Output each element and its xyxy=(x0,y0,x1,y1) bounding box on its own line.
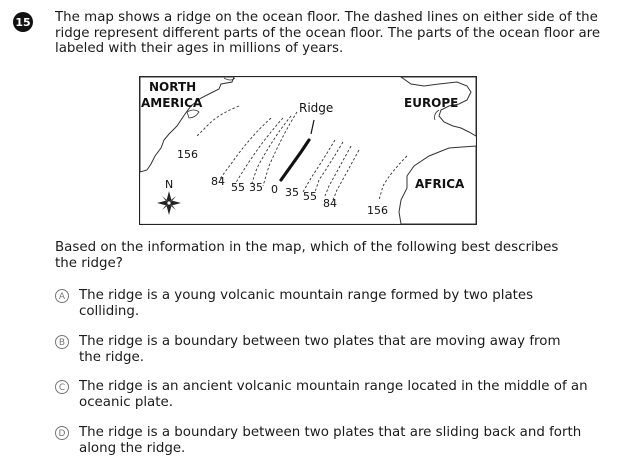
label-america: AMERICA xyxy=(141,96,203,110)
europe-landmass xyxy=(399,76,477,137)
choice-line: The ridge is an ancient volcanic mountai… xyxy=(79,379,588,394)
choice-text: The ridge is a young volcanic mountain r… xyxy=(79,288,533,319)
question-stem: The map shows a ridge on the ocean floor… xyxy=(55,10,620,57)
stem-line: The map shows a ridge on the ocean floor… xyxy=(55,10,598,25)
choice-line: oceanic plate. xyxy=(79,394,173,410)
stem-line: labeled with their ages in millions of y… xyxy=(55,41,344,57)
answer-choice-a[interactable]: A The ridge is a young volcanic mountain… xyxy=(55,288,615,319)
question-prompt: Based on the information in the map, whi… xyxy=(55,240,615,271)
answer-choice-d[interactable]: D The ridge is a boundary between two pl… xyxy=(55,425,615,456)
answer-choice-c[interactable]: C The ridge is an ancient volcanic mount… xyxy=(55,379,615,410)
ridge-line xyxy=(279,138,311,182)
choice-text: The ridge is an ancient volcanic mountai… xyxy=(79,379,588,410)
choice-line: The ridge is a boundary between two plat… xyxy=(79,425,582,440)
age-label: 55 xyxy=(231,181,245,194)
choice-text: The ridge is a boundary between two plat… xyxy=(79,334,561,365)
label-ridge: Ridge xyxy=(299,101,333,115)
choice-line: colliding. xyxy=(79,303,140,319)
age-label: 84 xyxy=(323,197,337,210)
prompt-line: the ridge? xyxy=(55,255,123,271)
choice-line: The ridge is a boundary between two plat… xyxy=(79,334,561,349)
age-label: 0 xyxy=(271,183,278,196)
age-label: 156 xyxy=(367,204,388,217)
choice-letter-b[interactable]: B xyxy=(55,335,69,349)
choice-letter-d[interactable]: D xyxy=(55,426,69,440)
choice-line: The ridge is a young volcanic mountain r… xyxy=(79,288,534,303)
label-north: NORTH xyxy=(149,80,196,94)
choice-letter-c[interactable]: C xyxy=(55,380,69,394)
label-europe: EUROPE xyxy=(404,96,458,110)
label-africa: AFRICA xyxy=(415,177,465,191)
age-label: 84 xyxy=(211,175,225,188)
label-compass-n: N xyxy=(165,178,173,191)
prompt-line: Based on the information in the map, whi… xyxy=(55,240,559,255)
compass-rose-icon xyxy=(157,191,181,215)
africa-landmass xyxy=(398,145,477,225)
coast-detail xyxy=(186,109,200,119)
ocean-ridge-map: NORTH AMERICA EUROPE AFRICA Ridge N 156 … xyxy=(139,76,477,225)
age-label: 35 xyxy=(249,181,263,194)
ridge-pointer xyxy=(310,119,315,135)
north-america-landmass xyxy=(139,76,235,173)
choice-line: along the ridge. xyxy=(79,440,186,456)
age-label: 35 xyxy=(285,186,299,199)
question-number-badge: 15 xyxy=(13,12,33,32)
coast-detail xyxy=(434,109,440,121)
choice-line: the ridge. xyxy=(79,349,144,365)
age-label: 156 xyxy=(177,148,198,161)
answer-choice-b[interactable]: B The ridge is a boundary between two pl… xyxy=(55,334,615,365)
stem-line: ridge represent different parts of the o… xyxy=(55,25,601,41)
coast-detail xyxy=(223,77,236,81)
choice-text: The ridge is a boundary between two plat… xyxy=(79,425,581,456)
age-label: 55 xyxy=(303,190,317,203)
isochron-lines xyxy=(196,105,408,201)
choice-letter-a[interactable]: A xyxy=(55,289,69,303)
